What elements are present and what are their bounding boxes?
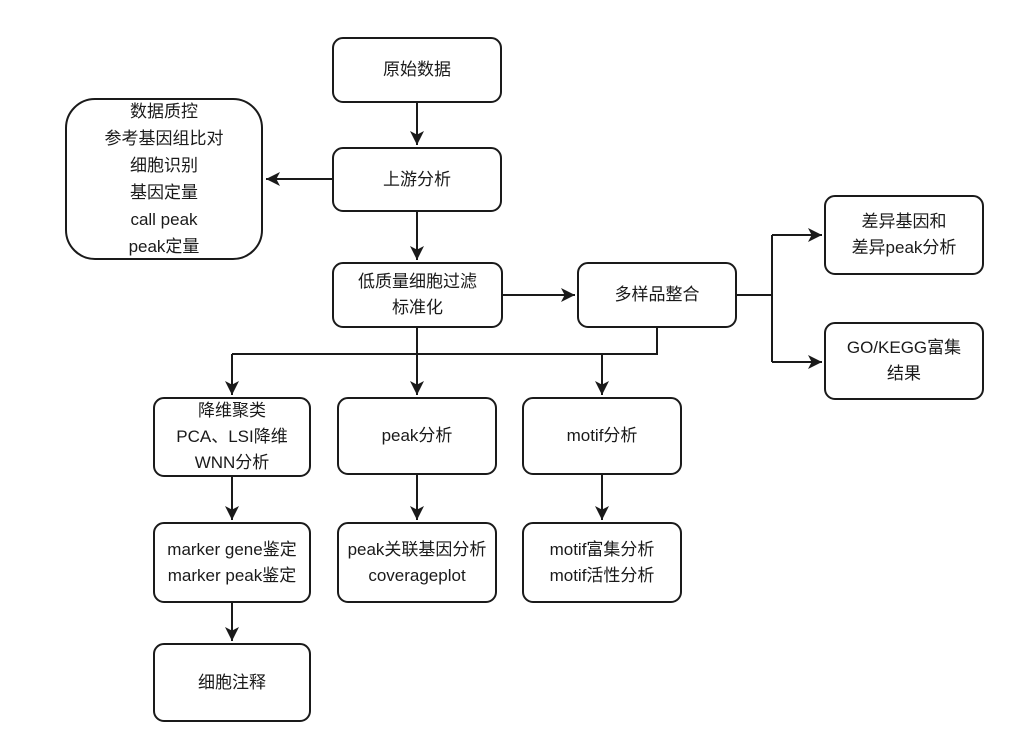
node-label: call peak [130,210,198,229]
node-label: 数据质控 [130,102,198,121]
node-label: marker peak鉴定 [167,565,297,585]
node-raw-data: 原始数据 [332,37,502,103]
node-peak-analysis: peak分析 [337,397,497,475]
node-label: motif富集分析 [549,539,655,559]
edge-integration-right-trunk [737,235,773,362]
node-marker-identification: marker gene鉴定 marker peak鉴定 [153,522,311,603]
node-peak-gene-association: peak关联基因分析 coverageplot [337,522,497,603]
node-label: peak定量 [128,237,200,256]
node-label: 基因定量 [130,183,198,202]
node-label: WNN分析 [194,453,270,472]
node-label: motif活性分析 [549,565,655,585]
node-label: 细胞识别 [130,156,198,175]
node-label: PCA、LSI降维 [176,427,288,446]
node-label: 差异peak分析 [851,238,957,257]
edge-integration-down-trunk [232,328,658,355]
node-motif-analysis: motif分析 [522,397,682,475]
node-label: 结果 [887,364,921,383]
node-label: marker gene鉴定 [167,539,297,559]
node-label: motif分析 [566,426,638,445]
node-label: 原始数据 [383,60,451,79]
node-label: 细胞注释 [198,672,266,692]
node-label: peak分析 [381,426,453,445]
node-label: 标准化 [392,298,443,317]
node-filter-normalize: 低质量细胞过滤 标准化 [332,262,503,328]
node-upstream-analysis: 上游分析 [332,147,502,212]
node-label: 参考基因组比对 [104,129,224,148]
node-label: coverageplot [368,565,466,585]
node-diff-gene-peak-analysis: 差异基因和 差异peak分析 [824,195,984,275]
node-go-kegg-enrichment: GO/KEGG富集 结果 [824,322,984,400]
node-label: 上游分析 [383,169,451,189]
node-cell-annotation: 细胞注释 [153,643,311,722]
node-label: 低质量细胞过滤 [358,272,477,291]
node-motif-enrichment-activity: motif富集分析 motif活性分析 [522,522,682,603]
node-label: GO/KEGG富集 [846,338,962,357]
node-multi-sample-integration: 多样品整合 [577,262,737,328]
node-label: 差异基因和 [861,212,947,231]
node-qc-steps: 数据质控 参考基因组比对 细胞识别 基因定量 call peak peak定量 [65,98,263,260]
node-label: peak关联基因分析 [347,539,487,559]
node-dimred-cluster: 降维聚类 PCA、LSI降维 WNN分析 [153,397,311,477]
node-label: 降维聚类 [198,401,266,420]
node-label: 多样品整合 [614,285,700,304]
